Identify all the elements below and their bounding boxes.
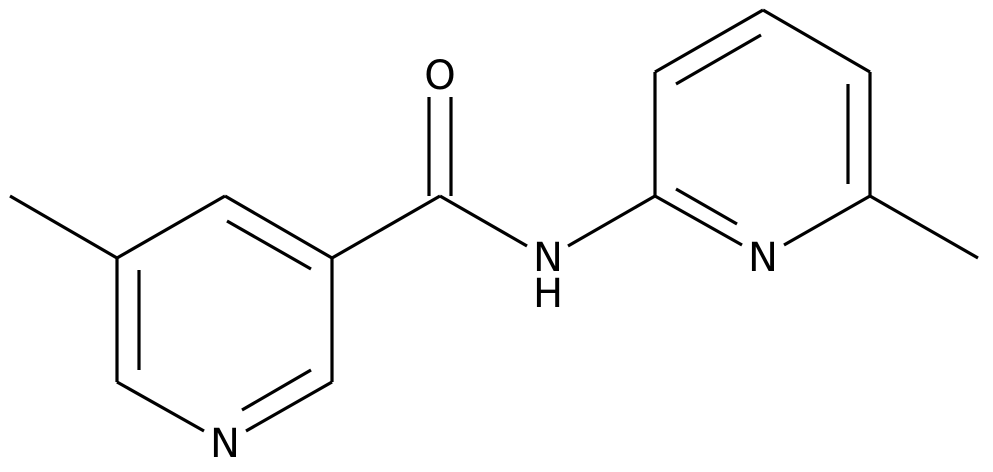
right-ring-bond-n1-c2 [654, 194, 743, 247]
right-ring-bond-c4-c5 [762, 8, 871, 74]
left-ring-bond-c5-c4 [116, 194, 226, 260]
right-pyridine-ring [653, 8, 979, 260]
right-pyridine-nitrogen-atom-label: N [748, 235, 778, 281]
oxygen-atom-label: O [424, 53, 455, 99]
left-ring-bond-c4-c3 [224, 194, 333, 260]
amide-nitrogen-atom-label: N [533, 235, 563, 281]
left-ring-bond-c2-n1-inner [241, 368, 312, 412]
ring-to-carbonyl-bond [331, 194, 441, 260]
left-pyridine-ring [9, 194, 334, 433]
left-methyl-bond [9, 194, 118, 260]
left-ring-bond-c2-n1 [245, 380, 333, 433]
carbonyl-to-nitrogen-bond [439, 194, 528, 248]
right-ring-bond-c3-c4 [654, 8, 764, 74]
nitrogen-to-ring-bond [567, 194, 656, 248]
right-ring-bond-n1-c2-inner [675, 187, 738, 226]
right-ring-bond-c3-c4-inner [675, 33, 762, 86]
left-ring-bond-c4-c3-inner [226, 219, 312, 271]
right-methyl-bond [869, 194, 979, 260]
amide-hydrogen-atom-label: H [533, 271, 563, 317]
left-pyridine-nitrogen-atom-label: N [210, 421, 240, 467]
amide-group [331, 97, 656, 260]
right-ring-bond-c6-n1 [783, 194, 871, 247]
left-ring-bond-n1-c6 [116, 380, 205, 433]
